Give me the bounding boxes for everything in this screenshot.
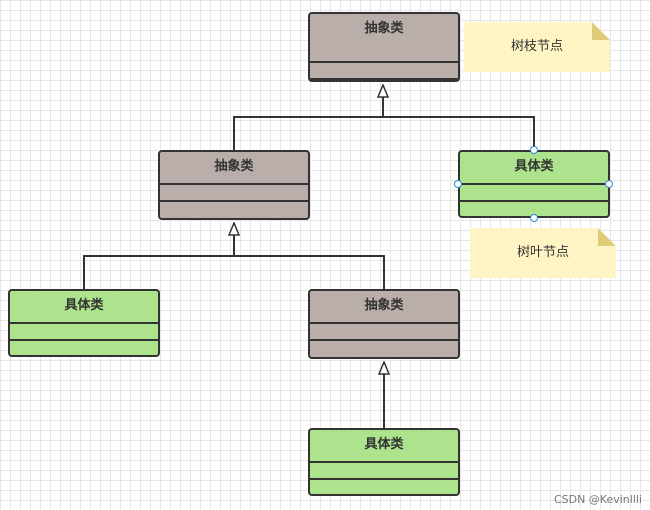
- note-leaf[interactable]: 树叶节点: [470, 228, 616, 278]
- attributes-divider: [310, 461, 458, 463]
- methods-divider: [160, 200, 308, 202]
- attributes-divider: [10, 322, 158, 324]
- class-name: 具体类: [514, 159, 554, 174]
- selection-handle-right[interactable]: [605, 180, 613, 188]
- selection-handle-bottom[interactable]: [530, 214, 538, 222]
- selection-handle-left[interactable]: [454, 180, 462, 188]
- selection-handle-top[interactable]: [530, 146, 538, 154]
- methods-divider: [310, 339, 458, 341]
- edge-leaf-left-to-mid: [83, 223, 234, 289]
- class-name: 具体类: [64, 298, 104, 313]
- note-text: 树枝节点: [510, 39, 563, 54]
- class-name: 具体类: [364, 437, 404, 452]
- class-name: 抽象类: [364, 298, 404, 313]
- methods-divider: [10, 339, 158, 341]
- class-box-bottom[interactable]: 具体类: [308, 428, 460, 496]
- attributes-divider: [160, 183, 308, 185]
- class-name: 抽象类: [214, 159, 254, 174]
- edge-lower-abstract-to-mid: [234, 255, 385, 289]
- class-name: 抽象类: [364, 21, 404, 36]
- class-box-mid[interactable]: 抽象类: [158, 150, 310, 220]
- methods-divider: [310, 478, 458, 480]
- class-box-leaf-right[interactable]: 具体类: [458, 150, 610, 218]
- edge-leaf-right-to-root: [383, 116, 535, 150]
- methods-divider: [310, 78, 458, 80]
- class-box-lower-abstract[interactable]: 抽象类: [308, 289, 460, 359]
- note-branch[interactable]: 树枝节点: [464, 22, 610, 72]
- note-text: 树叶节点: [516, 245, 569, 260]
- attributes-divider: [460, 183, 608, 185]
- methods-divider: [460, 200, 608, 202]
- class-box-root[interactable]: 抽象类: [308, 12, 460, 82]
- class-box-leaf-left[interactable]: 具体类: [8, 289, 160, 357]
- edge-mid-to-root: [233, 85, 383, 150]
- watermark: CSDN @Kevinllli: [553, 493, 642, 506]
- attributes-divider: [310, 61, 458, 63]
- attributes-divider: [310, 322, 458, 324]
